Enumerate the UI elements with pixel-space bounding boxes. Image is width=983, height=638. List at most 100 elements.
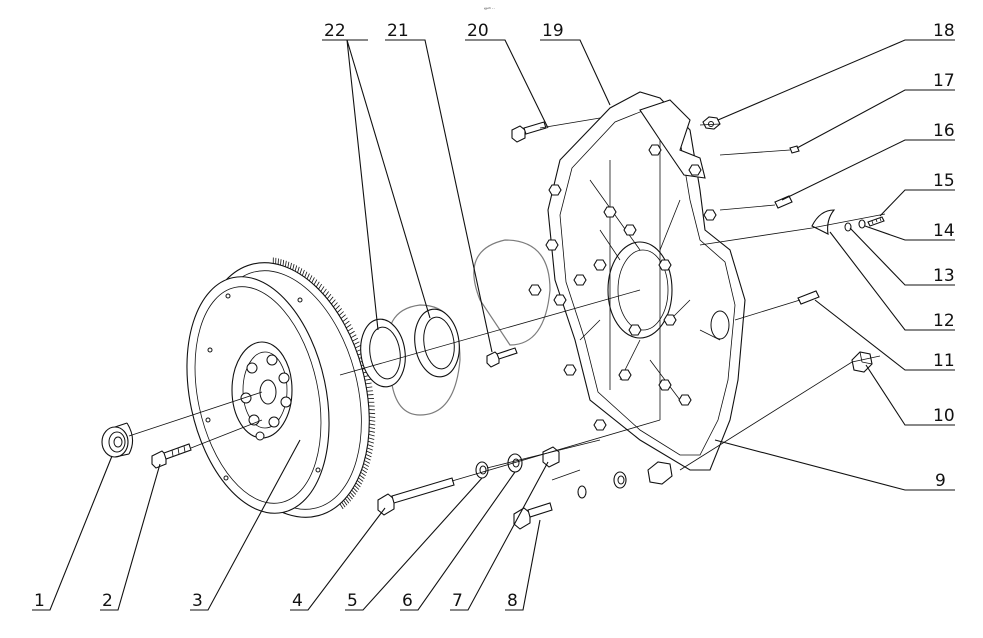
part-20-bolt bbox=[511, 121, 547, 143]
gear-tooth bbox=[344, 320, 350, 326]
gear-tooth bbox=[336, 308, 342, 313]
gear-tooth bbox=[294, 265, 298, 272]
gear-tooth bbox=[363, 463, 370, 467]
gear-tooth bbox=[368, 430, 375, 433]
housing-bolt-head bbox=[545, 239, 559, 251]
gear-tooth bbox=[360, 471, 366, 477]
assembly-axis-lines bbox=[128, 117, 886, 482]
leader-lines bbox=[32, 39, 955, 611]
gear-tooth bbox=[362, 466, 369, 471]
gear-tooth bbox=[306, 273, 310, 280]
gear-tooth bbox=[355, 482, 361, 488]
housing-bolt-head bbox=[658, 259, 672, 271]
gear-tooth bbox=[287, 261, 290, 268]
callout-3: 3 bbox=[192, 591, 203, 611]
callout-16: 16 bbox=[933, 121, 955, 141]
callout-10: 10 bbox=[933, 406, 955, 426]
housing-bolt-head bbox=[623, 224, 637, 236]
gear-tooth bbox=[304, 271, 308, 278]
callout-20: 20 bbox=[467, 21, 489, 41]
housing-bolt-head bbox=[648, 144, 662, 156]
gear-tooth bbox=[344, 498, 350, 504]
gear-tooth bbox=[361, 469, 367, 474]
part-16-dowel bbox=[774, 195, 793, 209]
callout-17: 17 bbox=[933, 71, 955, 91]
part-7-sleeve bbox=[542, 446, 560, 468]
housing-bolt-head bbox=[548, 184, 562, 196]
housing-bolt-head bbox=[678, 394, 692, 406]
callout-1: 1 bbox=[34, 591, 45, 611]
gear-tooth bbox=[358, 477, 364, 482]
gear-tooth bbox=[309, 275, 313, 282]
gear-tooth bbox=[292, 264, 295, 271]
gear-tooth bbox=[313, 279, 318, 286]
gear-tooth bbox=[365, 382, 372, 385]
gear-tooth bbox=[368, 437, 375, 440]
part-8-bolt bbox=[513, 461, 673, 530]
gear-tooth bbox=[343, 500, 348, 506]
callout-4: 4 bbox=[292, 591, 303, 611]
gear-tooth bbox=[368, 434, 375, 437]
gear-tooth bbox=[331, 299, 336, 305]
callout-6: 6 bbox=[402, 591, 413, 611]
gear-tooth bbox=[282, 259, 285, 266]
part-2-bolt bbox=[151, 443, 192, 469]
callout-7: 7 bbox=[452, 591, 463, 611]
part-11-dowel bbox=[797, 290, 820, 305]
gear-tooth bbox=[342, 317, 348, 322]
part-14-washer bbox=[858, 219, 866, 229]
gear-tooth bbox=[346, 324, 352, 329]
gear-tooth bbox=[364, 378, 371, 381]
callout-19: 19 bbox=[542, 21, 564, 41]
part-1-bearing bbox=[101, 422, 134, 458]
callout-5: 5 bbox=[347, 591, 358, 611]
callout-22: 22 bbox=[324, 21, 346, 41]
gear-tooth bbox=[366, 386, 373, 388]
gear-tooth bbox=[341, 501, 346, 508]
part-4-bolt bbox=[377, 477, 455, 516]
gear-tooth bbox=[322, 288, 327, 295]
gear-tooth bbox=[367, 444, 374, 447]
gear-tooth bbox=[359, 474, 365, 479]
housing-bolt-head bbox=[593, 259, 607, 271]
callout-14: 14 bbox=[933, 221, 955, 241]
gear-tooth bbox=[328, 296, 334, 302]
gear-tooth bbox=[326, 293, 332, 300]
part-21-bolt bbox=[486, 347, 518, 368]
callout-12: 12 bbox=[933, 311, 955, 331]
gear-tooth bbox=[364, 460, 370, 464]
gear-tooth bbox=[369, 427, 376, 430]
callout-21: 21 bbox=[387, 21, 409, 41]
gear-tooth bbox=[351, 489, 357, 495]
header-mark: ஔ ‥ bbox=[484, 5, 495, 10]
gear-tooth bbox=[346, 496, 352, 502]
gear-tooth bbox=[349, 492, 355, 498]
housing-bolt-head bbox=[618, 369, 632, 381]
part-9-housing bbox=[528, 91, 746, 471]
gear-tooth bbox=[335, 305, 340, 310]
callout-labels: 1 2 3 4 5 6 7 8 9 10 11 12 13 14 15 16 1… bbox=[34, 21, 955, 611]
part-15-screw bbox=[867, 216, 885, 227]
gear-tooth bbox=[350, 334, 357, 339]
gear-tooth bbox=[369, 416, 376, 418]
gear-tooth bbox=[299, 268, 303, 275]
callout-9: 9 bbox=[935, 471, 946, 491]
housing-bolt-head bbox=[628, 324, 642, 336]
housing-bolt-head bbox=[688, 164, 702, 176]
gear-tooth bbox=[355, 345, 361, 349]
gear-tooth bbox=[365, 457, 371, 461]
part-5-washer bbox=[475, 461, 489, 479]
gear-tooth bbox=[333, 302, 338, 308]
gear-tooth bbox=[297, 266, 300, 273]
part-18-nut bbox=[702, 116, 721, 130]
gear-tooth bbox=[324, 291, 330, 297]
gear-tooth bbox=[315, 281, 320, 288]
gear-tooth bbox=[289, 262, 292, 269]
gear-tooth bbox=[367, 440, 374, 444]
gear-tooth bbox=[348, 494, 353, 500]
gear-tooth bbox=[369, 412, 376, 415]
part-6-washer bbox=[507, 453, 523, 473]
housing-bolt-head bbox=[573, 274, 587, 286]
